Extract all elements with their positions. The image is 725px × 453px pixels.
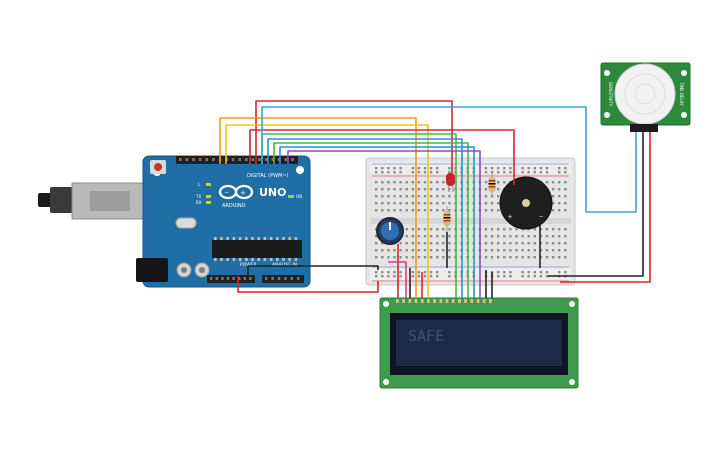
wire-arduino-5v[interactable] [237, 276, 379, 293]
bottom-power-rail [370, 268, 571, 280]
arduino-uno-board[interactable]: DIGITAL (PWM~) − + UNO ARDUINO L TX RX O… [38, 155, 311, 288]
board-model-label: UNO [259, 186, 287, 199]
pir-pin-header[interactable] [630, 124, 658, 132]
breadboard-center-channel [370, 218, 571, 224]
resistor-2[interactable] [443, 206, 451, 232]
svg-text:+: + [240, 189, 246, 197]
potentiometer[interactable] [376, 217, 404, 245]
analog-pin-header[interactable] [262, 275, 304, 283]
crystal-oscillator [175, 217, 197, 229]
lcd-screen [396, 320, 562, 366]
wire-arduino-gnd[interactable] [247, 265, 379, 276]
top-power-rail [370, 162, 571, 174]
digital-header-label: DIGITAL (PWM~) [247, 173, 289, 179]
l-led [206, 183, 211, 186]
pir-motion-sensor[interactable]: SENSITIVITY TIME DELAY [600, 62, 691, 132]
rx-led [206, 201, 211, 204]
on-led-label: ON [296, 194, 302, 199]
analog-label: ANALOG IN [272, 262, 297, 268]
power-label: POWER [240, 262, 257, 268]
wire-green-2[interactable] [273, 142, 469, 298]
tx-led [206, 195, 211, 198]
wire-blue-2[interactable] [279, 146, 475, 298]
wire-blue-1[interactable] [267, 138, 463, 298]
pir-time-delay-label: TIME DELAY [679, 81, 684, 106]
power-on-led [288, 195, 294, 198]
wires [219, 100, 651, 298]
usb-cable-plug [38, 193, 52, 207]
wire-pir-gnd[interactable] [548, 132, 644, 277]
power-pin-header[interactable] [207, 275, 255, 283]
wire-lcd-pink[interactable] [388, 261, 407, 298]
wire-red-buzzer[interactable] [249, 129, 515, 185]
wire-red-led[interactable] [255, 100, 453, 175]
buzzer-plus-label: + [508, 214, 512, 221]
wire-orange[interactable] [219, 117, 417, 298]
svg-text:−: − [224, 189, 229, 196]
rx-led-label: RX [196, 200, 202, 205]
digital-pin-header[interactable] [176, 156, 298, 164]
piezo-buzzer[interactable]: + − [499, 176, 553, 230]
microcontroller-chip [212, 240, 302, 258]
red-led[interactable] [446, 173, 455, 192]
l-led-label: L [198, 182, 201, 187]
wire-pir-signal[interactable] [261, 106, 637, 213]
pir-sensitivity-label: SENSITIVITY [608, 82, 613, 107]
pir-fresnel-dome [614, 63, 676, 125]
lcd-16x2-display[interactable]: SAFE [379, 297, 579, 389]
wire-purple[interactable] [287, 150, 481, 298]
board-brand-label: ARDUINO [222, 203, 246, 209]
buzzer-minus-label: − [539, 214, 543, 221]
lcd-display-text: SAFE [408, 327, 444, 345]
tx-led-label: TX [195, 194, 201, 199]
dc-power-jack [136, 258, 168, 282]
arduino-logo-icon: − + [218, 184, 254, 200]
wire-yellow[interactable] [225, 124, 429, 298]
resistor-1[interactable] [488, 172, 496, 198]
wire-pir-vcc[interactable] [560, 132, 651, 283]
